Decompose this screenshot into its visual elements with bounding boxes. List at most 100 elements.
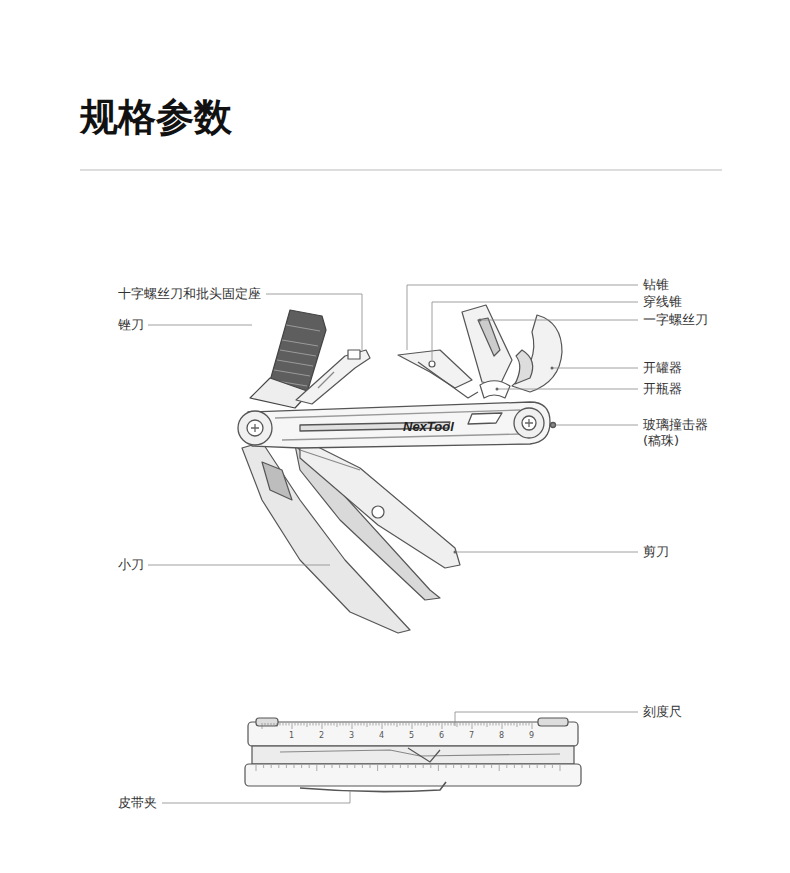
- illustration-part: [247, 420, 263, 436]
- ruler-tick: [560, 765, 561, 771]
- ruler-tick: [508, 723, 509, 726]
- ruler-tick: [346, 723, 347, 726]
- ruler-tick: [448, 723, 449, 726]
- ruler-tick: [476, 765, 477, 768]
- ruler-tick: [468, 765, 469, 768]
- illustration-part: [248, 402, 550, 448]
- illustration-part: [512, 315, 562, 392]
- ruler-tick: [322, 723, 323, 729]
- illustration-part: [162, 791, 350, 803]
- part-label: 开罐器: [643, 360, 682, 376]
- ruler-tick: [364, 723, 365, 726]
- header-rule: [80, 170, 722, 171]
- ruler-tick: [319, 723, 320, 726]
- scissors: [295, 438, 460, 600]
- part-label: 十字螺丝刀和批头固定座: [118, 286, 261, 302]
- ruler-tick: [277, 723, 278, 727]
- ruler-tick: [439, 723, 440, 726]
- ruler-tick: [301, 723, 302, 726]
- ruler-tick: [453, 765, 454, 768]
- illustration-part: [148, 565, 330, 566]
- ruler-tick: [490, 723, 491, 726]
- ruler-ticks: [256, 723, 560, 771]
- ruler-tick: [325, 723, 326, 726]
- ruler-tick: [280, 723, 281, 726]
- illustration-part: [398, 350, 472, 388]
- ruler-tick: [289, 723, 290, 726]
- part-label: 玻璃撞击器 (稿珠): [643, 417, 711, 449]
- ruler-tick: [294, 765, 295, 768]
- illustration-part: [552, 368, 638, 369]
- ruler-tick: [520, 723, 521, 726]
- ruler-tick: [256, 765, 257, 771]
- illustration-part: [515, 350, 533, 384]
- illustration-part: [556, 425, 638, 426]
- ruler-tick: [523, 723, 524, 726]
- ruler-tick: [355, 723, 356, 726]
- illustration-part: [551, 367, 554, 370]
- ruler-tick: [347, 765, 348, 768]
- ruler-tick: [433, 723, 434, 726]
- ruler-tick: [491, 765, 492, 768]
- ruler-tick: [408, 765, 409, 768]
- illustration-part: [455, 712, 638, 726]
- ruler-tick: [278, 765, 279, 768]
- ruler-tick: [461, 765, 462, 768]
- ruler-tick: [388, 723, 389, 726]
- ruler-number: 8: [499, 731, 504, 740]
- ruler-tick: [334, 723, 335, 726]
- ruler-tick: [394, 723, 395, 726]
- part-label: 皮带夹: [118, 795, 157, 811]
- ruler-tick: [310, 723, 311, 726]
- ruler-tick: [362, 765, 363, 768]
- ruler-tick: [446, 765, 447, 768]
- ruler-tick: [466, 723, 467, 726]
- ruler-tick: [415, 765, 416, 768]
- ruler-tick: [478, 723, 479, 726]
- ruler-number: 6: [439, 731, 444, 740]
- ruler-tick: [370, 723, 371, 726]
- ruler-tick: [271, 723, 272, 726]
- ruler-tick: [436, 723, 437, 726]
- ruler-tick: [522, 765, 523, 768]
- closed-tool-side-view: [245, 718, 581, 792]
- ruler-number: 9: [529, 731, 534, 740]
- illustration-part: [538, 718, 568, 726]
- illustration-part: [248, 722, 578, 746]
- illustration-part: [454, 551, 457, 554]
- ruler-tick: [415, 723, 416, 726]
- ruler-tick: [481, 723, 482, 726]
- illustration-part: [300, 782, 446, 792]
- ruler-tick: [271, 765, 272, 768]
- ruler-tick: [328, 723, 329, 726]
- illustration-part: [251, 424, 259, 432]
- ruler-tick: [472, 723, 473, 729]
- ruler-tick: [424, 723, 425, 726]
- ruler-number: 2: [319, 731, 324, 740]
- ruler-tick: [514, 765, 515, 768]
- ruler-tick: [529, 723, 530, 726]
- part-label: 锉刀: [118, 317, 144, 333]
- part-label: 剪刀: [643, 544, 669, 560]
- illustration-part: [250, 378, 310, 408]
- ruler-number: 1: [289, 731, 294, 740]
- phillips-screwdriver-arm: [296, 350, 370, 404]
- illustration-part: [252, 746, 574, 764]
- ruler-tick: [354, 765, 355, 768]
- illustration-part: [407, 285, 638, 350]
- ruler-tick: [469, 723, 470, 726]
- ruler-tick: [316, 723, 317, 726]
- ruler-tick: [397, 723, 398, 727]
- ruler-tick: [385, 723, 386, 726]
- ruler-tick: [382, 723, 383, 729]
- awls: [398, 350, 478, 398]
- ruler-tick: [499, 723, 500, 726]
- illustration-part: [238, 411, 272, 445]
- ruler-tick: [377, 765, 378, 771]
- illustration-part: [462, 305, 512, 385]
- illustration-part: [455, 552, 638, 553]
- ruler-tick: [343, 723, 344, 726]
- ruler-tick: [454, 723, 455, 726]
- ruler-tick: [367, 723, 368, 727]
